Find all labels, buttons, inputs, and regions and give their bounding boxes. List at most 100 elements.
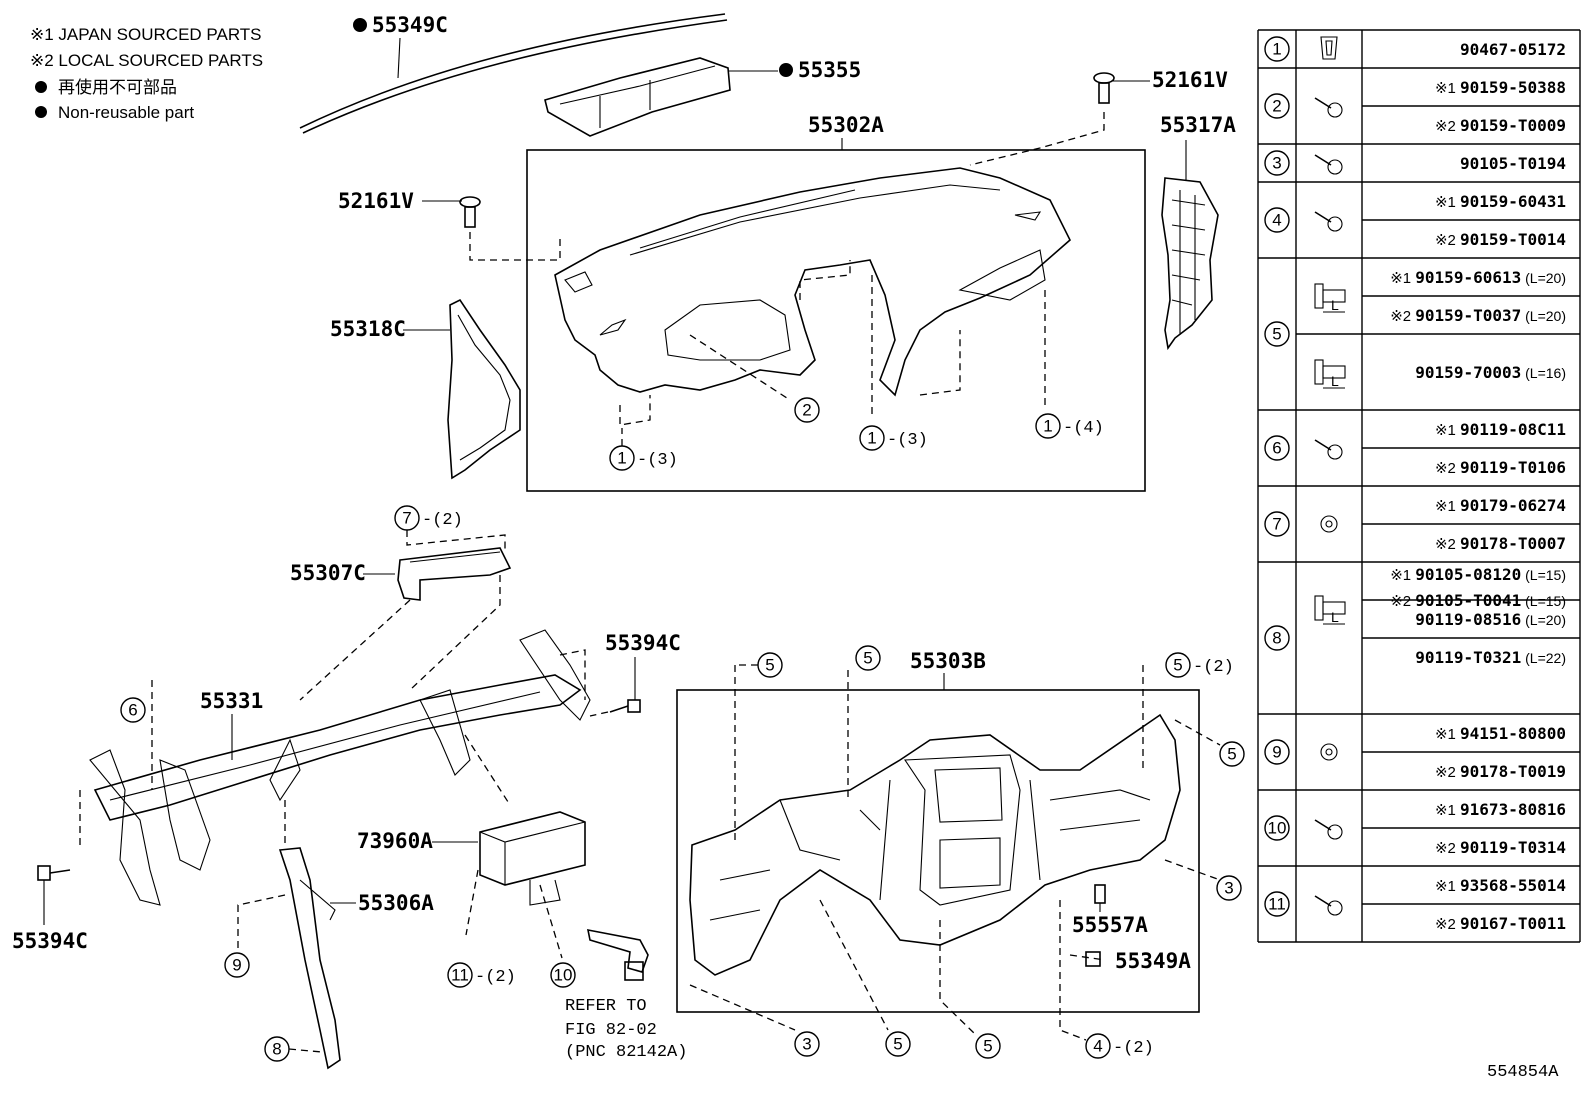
part-52161V-right: 52161V [969, 68, 1228, 166]
key-number: 9 [1272, 743, 1281, 762]
part-55306A-brace: 55306A 9 8 [224, 800, 434, 1070]
fastener-part-number: ※2 90119-T0314 [1435, 838, 1566, 857]
label-73960A: 73960A [357, 829, 433, 853]
fastener-group-4: 4※1 90159-60431※2 90159-T0014 [1258, 181, 1580, 249]
key-callout [1264, 435, 1290, 461]
svg-text:10: 10 [554, 966, 573, 985]
part-55355-duct: 55355 [544, 57, 861, 137]
key-number: 11 [1268, 895, 1286, 914]
svg-text:1: 1 [617, 449, 626, 468]
svg-text:5: 5 [983, 1037, 992, 1056]
fastener-part-number: ※2 90119-T0106 [1435, 458, 1566, 477]
bolt-icon: L [1314, 359, 1346, 389]
fastener-group-2: 2※1 90159-50388※2 90159-T0009 [1258, 67, 1580, 135]
label-55557A: 55557A [1072, 913, 1148, 937]
callout-1-middle [859, 425, 885, 451]
fastener-part-number: ※2 90159-T0037 (L=20) [1390, 306, 1566, 325]
label-55318C: 55318C [330, 317, 406, 341]
label-55302A: 55302A [808, 113, 884, 137]
svg-text:-(2): -(2) [475, 968, 516, 987]
callout-3-right [1216, 875, 1242, 901]
label-55317A: 55317A [1160, 113, 1236, 137]
callout-3-bottom [794, 1031, 820, 1057]
bolt-icon: L [1314, 595, 1346, 625]
label-52161V-left: 52161V [338, 189, 414, 213]
part-55557A-clip [1094, 884, 1106, 904]
key-number: 6 [1272, 439, 1281, 458]
svg-text:9: 9 [232, 956, 241, 975]
svg-text:-(2): -(2) [1113, 1039, 1154, 1058]
callout-1-right [1035, 413, 1061, 439]
svg-text:2: 2 [802, 401, 811, 420]
key-callout [1264, 93, 1290, 119]
part-55349C-strip: 55349C [299, 13, 728, 134]
key-callout [1264, 150, 1290, 176]
callout-10 [550, 962, 576, 988]
nut-icon [1320, 743, 1338, 761]
screw-icon [1314, 439, 1343, 460]
key-number: 10 [1268, 819, 1287, 838]
part-55317A-side-panel: 55317A [1160, 113, 1236, 351]
label-55394C-left: 55394C [12, 929, 88, 953]
svg-text:-(3): -(3) [887, 431, 928, 450]
refer-note: REFER TO FIG 82-02 (PNC 82142A) [565, 928, 687, 1062]
label-55307C: 55307C [290, 561, 366, 585]
callout-5-f [975, 1033, 1001, 1059]
label-52161V-right: 52161V [1152, 68, 1228, 92]
callout-5-d [1219, 741, 1245, 767]
svg-text:L: L [1331, 373, 1339, 389]
fastener-group-7: 7※1 90179-06274※2 90178-T0007 [1258, 485, 1580, 553]
label-55349C: 55349C [372, 13, 448, 37]
note-japan-sourced: ※1 JAPAN SOURCED PARTS [30, 25, 262, 44]
fastener-part-number: 90119-T0321 (L=22) [1415, 648, 1566, 667]
label-55355: 55355 [798, 58, 861, 82]
callout-5-b [855, 645, 881, 671]
fastener-table: 1 90467-05172 2※1 90159-50388※2 90159-T000… [1257, 29, 1581, 943]
fastener-part-number: ※1 90159-60431 [1435, 192, 1566, 211]
svg-text:-(2): -(2) [1193, 658, 1234, 677]
svg-text:5: 5 [893, 1035, 902, 1054]
refer-line-3: (PNC 82142A) [565, 1043, 687, 1062]
fastener-part-number: ※1 93568-55014 [1435, 876, 1566, 895]
part-55303B-lower-panel: 55303B 5 5 5 -(2) 5 3 3 [676, 645, 1245, 1059]
callout-9 [224, 952, 250, 978]
svg-text:-(2): -(2) [422, 511, 463, 530]
callout-2 [794, 397, 820, 423]
part-55394C-left: 55394C [12, 865, 88, 953]
svg-text:3: 3 [802, 1035, 811, 1054]
non-reusable-dot-icon [35, 81, 47, 93]
part-55349A-pad [1085, 951, 1101, 967]
key-callout [1264, 815, 1290, 841]
fastener-group-8: 8L※1 90105-08120 (L=15)※2 90105-T0041 (L… [1258, 561, 1580, 667]
callout-4 [1085, 1033, 1111, 1059]
label-55306A: 55306A [358, 891, 434, 915]
fastener-part-number: 90159-70003 (L=16) [1415, 363, 1566, 382]
fastener-part-number: ※2 90159-T0014 [1435, 230, 1566, 249]
key-number: 7 [1272, 515, 1281, 534]
bolt-icon: L [1314, 283, 1346, 313]
svg-text:L: L [1331, 297, 1339, 313]
fastener-part-number: 90467-05172 [1460, 40, 1566, 59]
fastener-part-number: ※2 90178-T0007 [1435, 534, 1566, 553]
note-non-reusable-en: Non-reusable part [58, 103, 194, 122]
fastener-part-number: ※1 90105-08120 (L=15) [1390, 565, 1566, 584]
fastener-group-11: 11※1 93568-55014※2 90167-T0011 [1258, 865, 1580, 933]
refer-line-1: REFER TO [565, 997, 647, 1016]
svg-text:1: 1 [867, 429, 876, 448]
part-73960A-module: 73960A 11 -(2) 10 [357, 811, 586, 988]
screw-icon [1314, 154, 1343, 175]
screw-icon [1314, 211, 1343, 232]
svg-text:-(4): -(4) [1063, 419, 1104, 438]
fastener-group-1: 1 90467-05172 [1258, 29, 1580, 62]
key-number: 1 [1272, 40, 1281, 59]
key-callout [1264, 625, 1290, 651]
part-55307C-bracket: 7 -(2) 55307C [290, 505, 512, 701]
label-55394C-right: 55394C [605, 631, 681, 655]
svg-text:4: 4 [1093, 1037, 1102, 1056]
callout-6 [120, 697, 146, 723]
key-number: 8 [1272, 629, 1281, 648]
fastener-part-number: ※1 90119-08C11 [1435, 420, 1566, 439]
